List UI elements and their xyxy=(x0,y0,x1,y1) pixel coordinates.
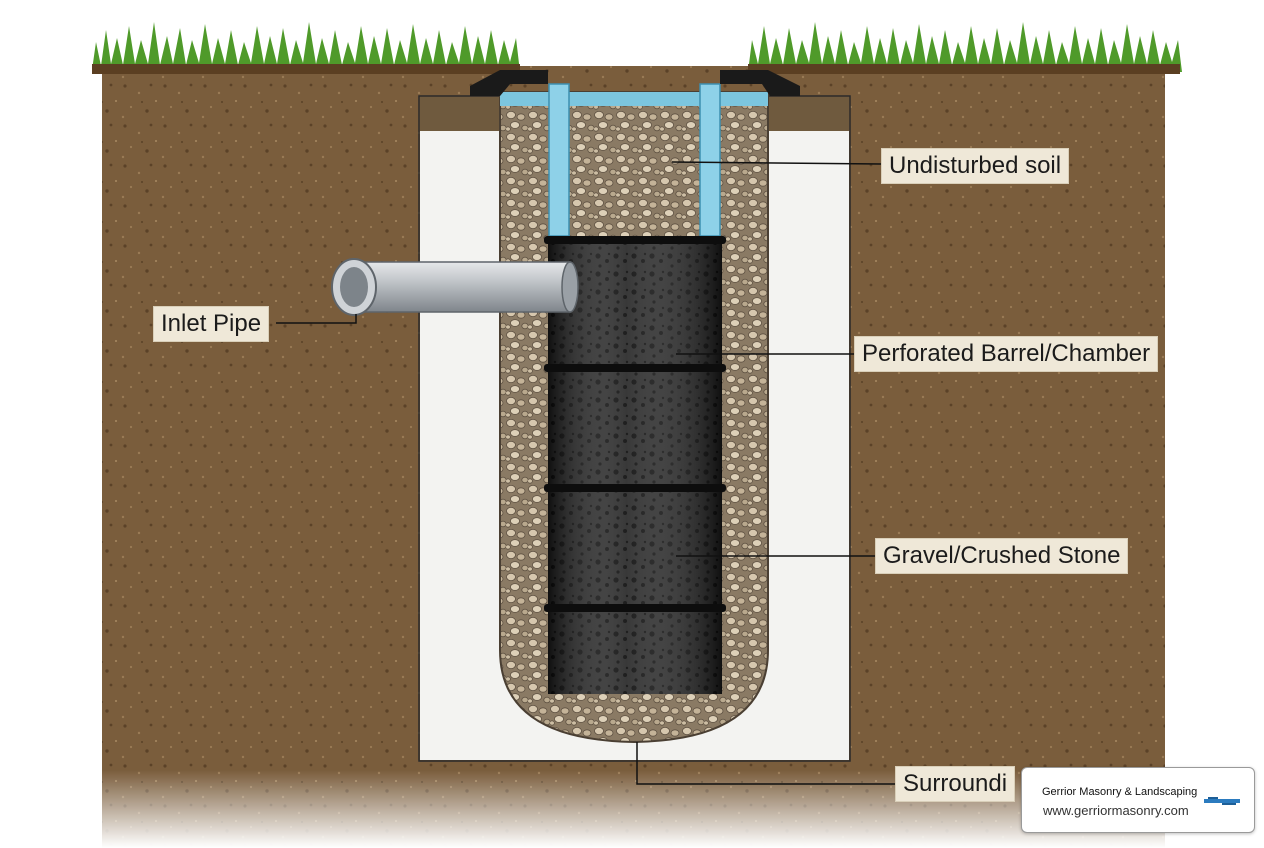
label-inlet-pipe: Inlet Pipe xyxy=(153,306,270,342)
inlet-pipe-opening xyxy=(340,267,368,307)
inlet-pipe-end xyxy=(561,261,579,313)
barrel-shade xyxy=(548,240,722,694)
gerrior-logo-icon xyxy=(1204,797,1240,805)
inlet-pipe-body xyxy=(355,261,571,313)
grass-base-left xyxy=(92,64,520,74)
label-surrounding: Surroundi xyxy=(895,766,1016,802)
riser-right xyxy=(699,83,721,237)
label-perforated-barrel: Perforated Barrel/Chamber xyxy=(854,336,1159,372)
riser-left xyxy=(548,83,570,237)
grass-base-right xyxy=(748,64,1180,74)
barrel-rib-3 xyxy=(544,604,726,612)
lid-left xyxy=(470,70,548,96)
barrel-rib-2 xyxy=(544,484,726,492)
water-surface xyxy=(500,92,768,106)
brand-watermark-card[interactable]: Gerrior Masonry & Landscaping www.gerrio… xyxy=(1021,767,1255,833)
lid-right xyxy=(720,70,800,96)
brand-name: Gerrior Masonry & Landscaping xyxy=(1042,786,1198,798)
leader-surrounding xyxy=(636,742,895,785)
brand-url[interactable]: www.gerriormasonry.com xyxy=(1043,803,1189,818)
label-gravel: Gravel/Crushed Stone xyxy=(875,538,1129,574)
barrel-rib-1 xyxy=(544,364,726,372)
label-undisturbed-soil: Undisturbed soil xyxy=(881,148,1070,184)
barrel-rim-top xyxy=(544,236,726,244)
leader-inlet xyxy=(276,314,357,324)
fabric-top-left xyxy=(420,97,500,131)
grass-right xyxy=(748,22,1182,72)
fabric-top-right xyxy=(768,97,849,131)
grass-left xyxy=(92,22,520,72)
leader-undisturbed xyxy=(671,161,882,165)
